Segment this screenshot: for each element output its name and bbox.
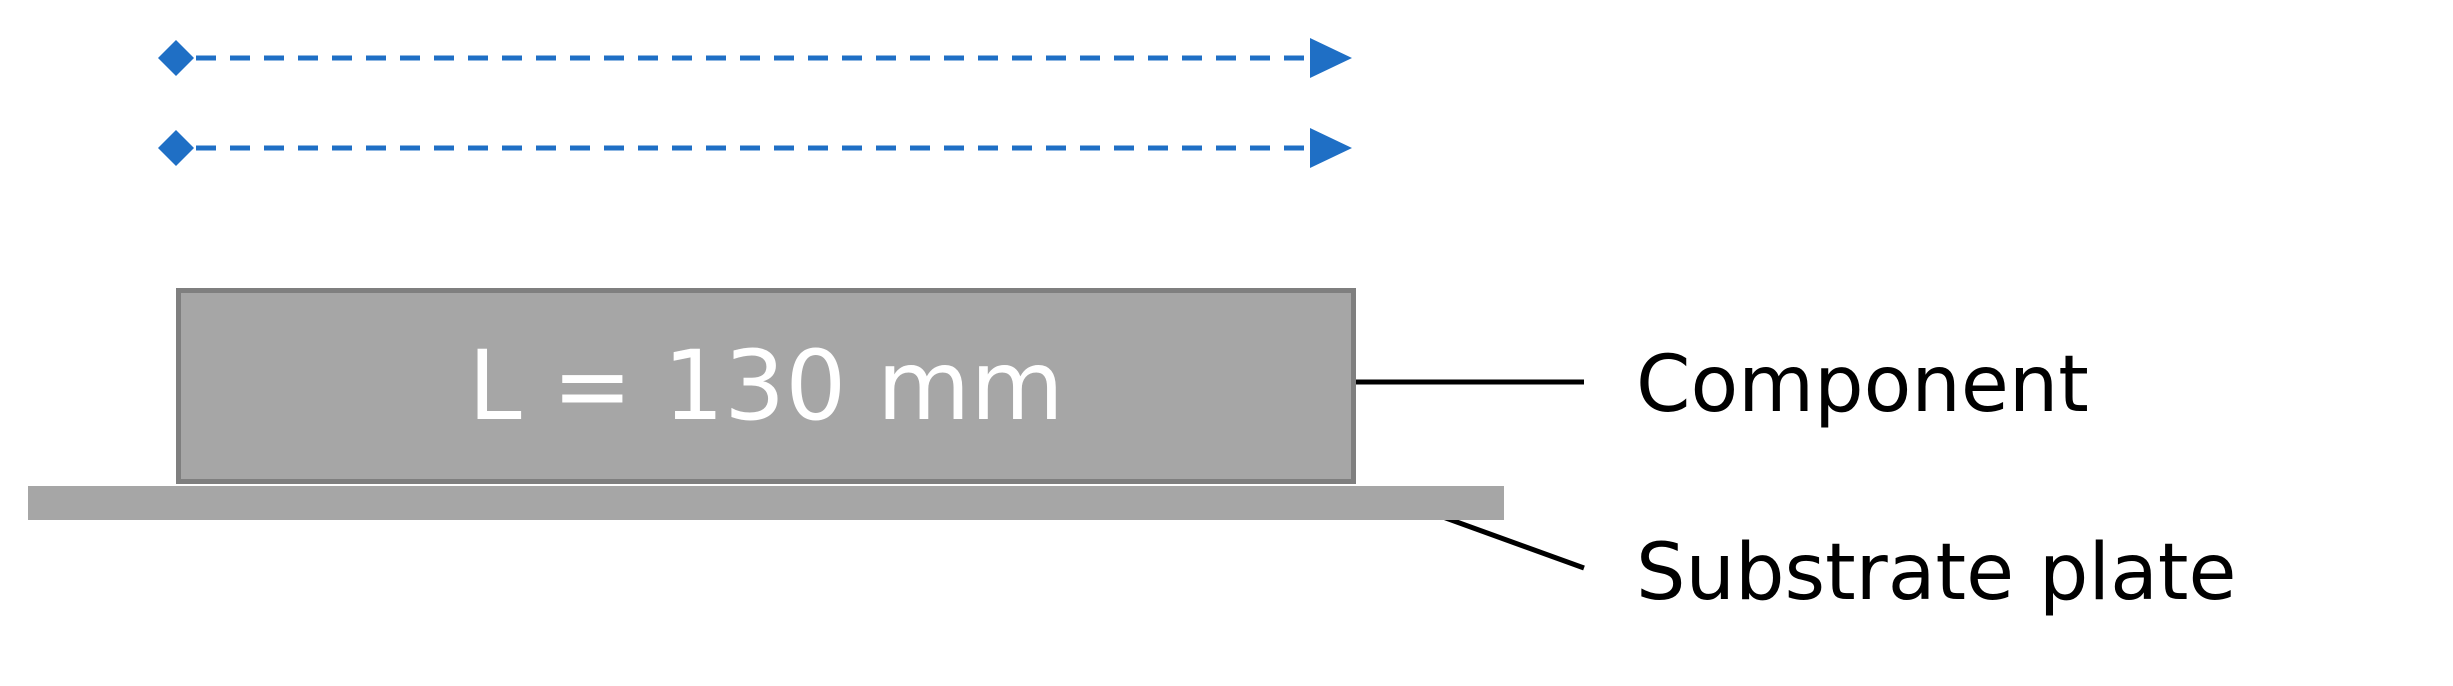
substrate-callout-label: Substrate plate	[1636, 528, 2237, 618]
substrate-plate	[28, 486, 1504, 520]
scan-start-diamond-icon	[158, 40, 194, 76]
component-callout-label: Component	[1636, 340, 2089, 430]
scan-start-diamond-icon	[158, 130, 194, 166]
scan-path-2	[158, 128, 1352, 168]
component-block	[176, 288, 1356, 484]
scan-path-1	[158, 38, 1352, 78]
scan-direction-arrowhead-icon	[1310, 128, 1352, 168]
scan-direction-arrowhead-icon	[1310, 38, 1352, 78]
component-length-label: L = 130 mm	[468, 330, 1064, 442]
